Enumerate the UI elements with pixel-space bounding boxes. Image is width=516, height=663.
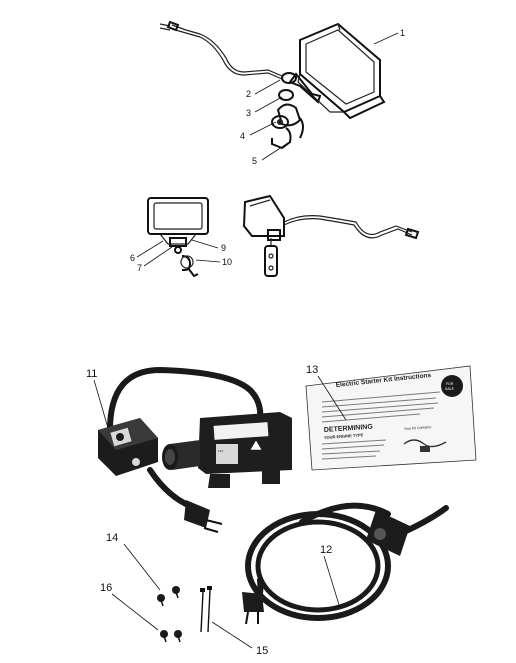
callout-11: 11 [86,368,97,380]
headlight-assembly: 1 2 3 4 5 [159,20,405,166]
svg-text:SALE: SALE [445,387,455,391]
starter-kit: 12V [86,364,477,657]
callout-6: 6 [130,253,135,263]
bolts-15 [200,586,212,633]
starter-motor: 12V [162,412,292,488]
switch-box [98,418,158,476]
lamp-front-view: 6 7 9 10 [130,197,232,278]
callout-5: 5 [252,156,257,166]
instruction-sheet-heading: DETERMINING [324,424,374,434]
plug-left [184,500,223,533]
svg-text:FOR: FOR [446,382,454,386]
callout-9: 9 [221,243,226,253]
instruction-sheet-subheading: YOUR ENGINE TYPE [324,432,364,440]
cord-socket [366,505,449,556]
callout-16: 16 [100,582,112,594]
extension-cord [242,502,449,625]
callout-10: 10 [222,257,232,267]
callout-4: 4 [240,131,245,141]
instruction-sheet: FOR SALE Electric Starter Kit Instructio… [305,365,477,471]
lamp-side-view [242,194,420,277]
callout-14: 14 [106,532,118,544]
callout-2: 2 [246,89,251,99]
callout-13: 13 [306,364,318,376]
lamp-housing [297,22,386,120]
callout-15: 15 [256,645,268,657]
callout-7: 7 [137,263,142,273]
cord-top [107,366,264,433]
callout-12: 12 [320,544,332,556]
callout-3: 3 [246,108,251,118]
screws-16 [160,630,182,643]
screws-14 [157,586,180,607]
svg-text:12V: 12V [218,449,223,453]
callout-1: 1 [400,28,405,38]
instruction-sheet-kit-heading: Your Kit Contains: [404,425,432,431]
